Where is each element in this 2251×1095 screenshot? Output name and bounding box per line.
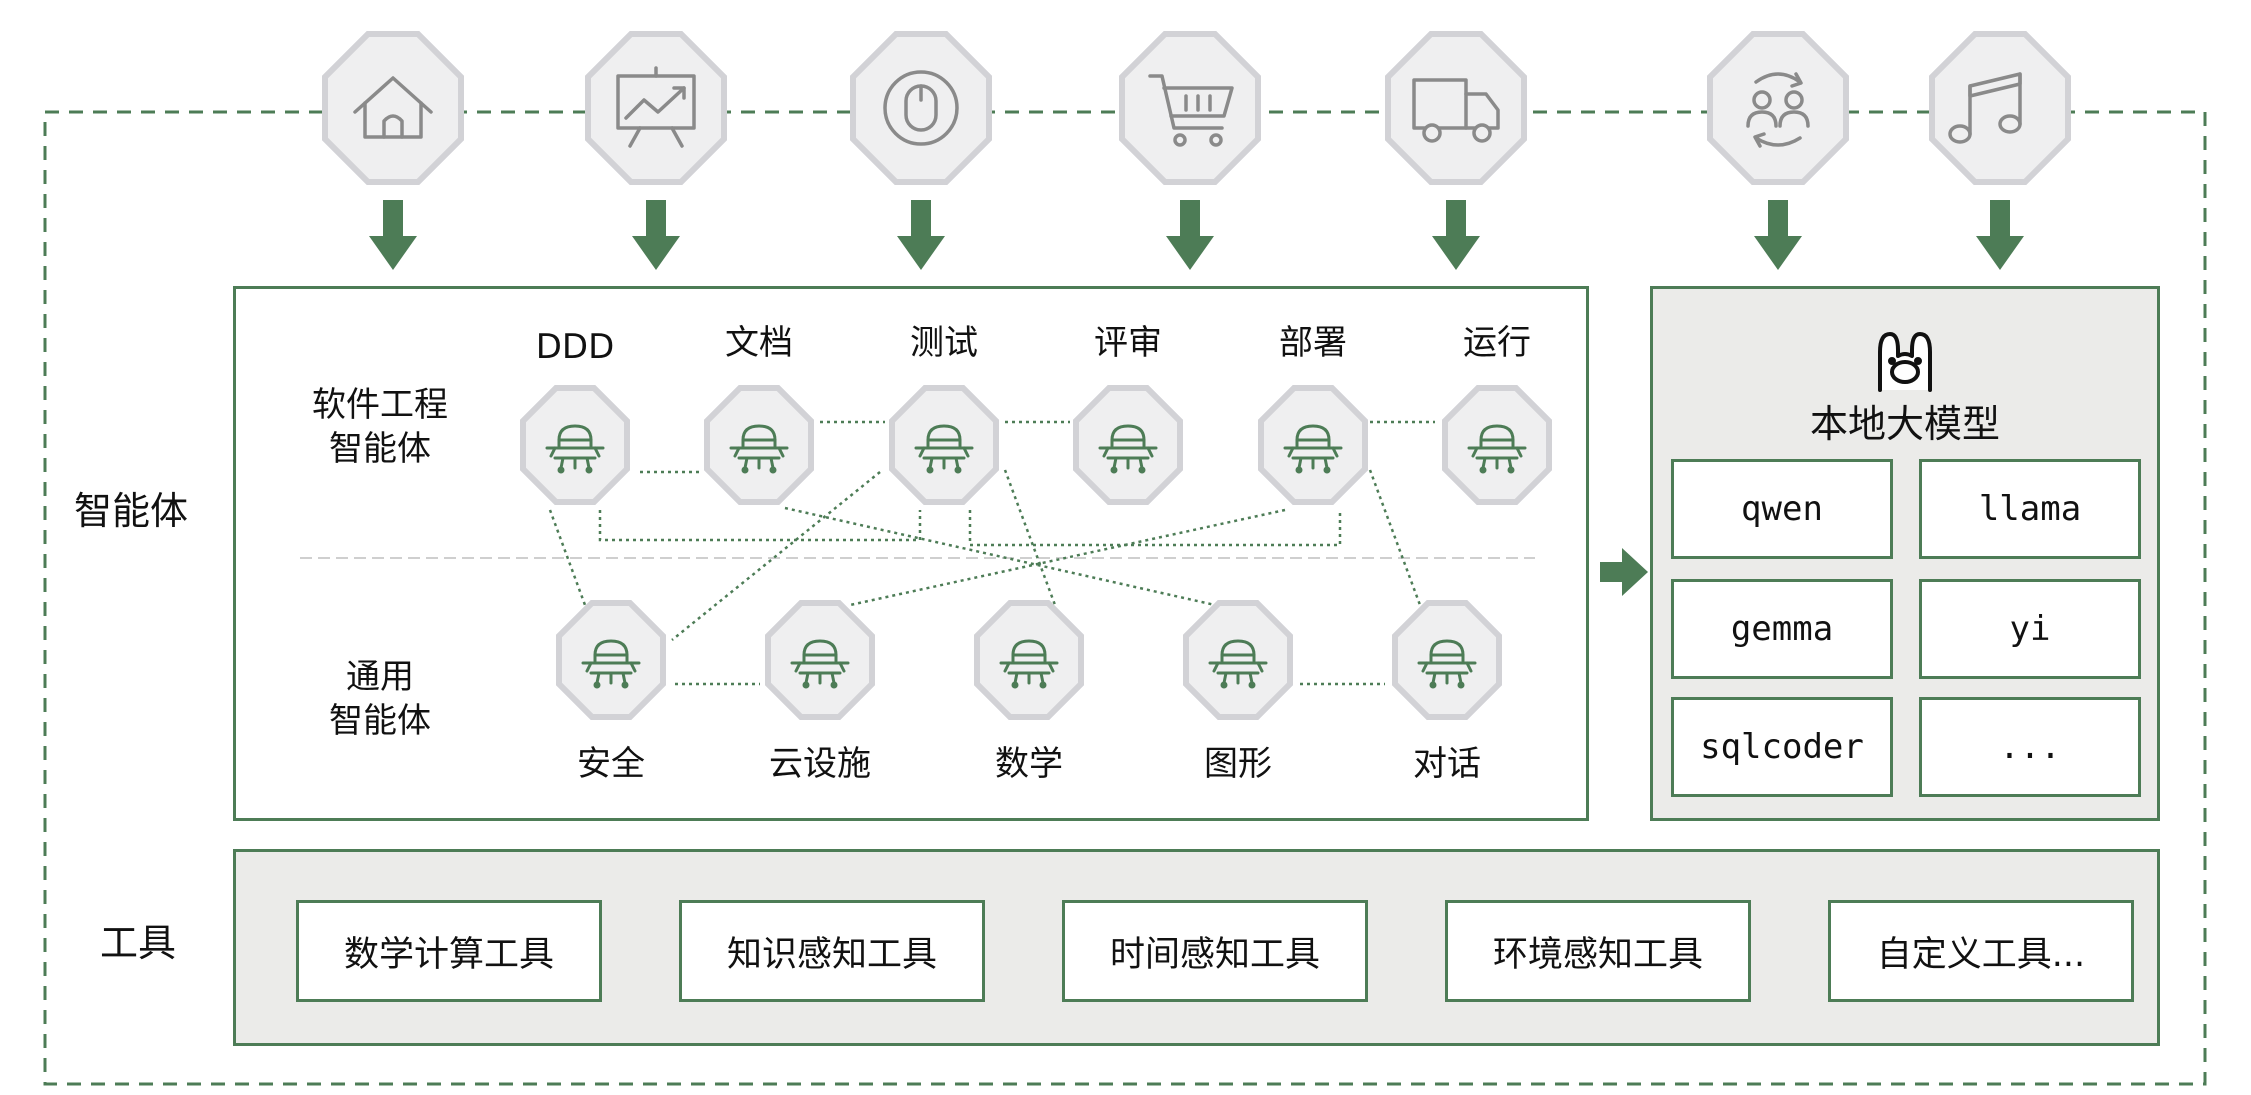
agent-label-docs: 文档 — [725, 323, 793, 363]
tools-section-label: 工具 — [100, 921, 177, 965]
tool-box-knowledge: 知识感知工具 — [679, 900, 985, 1002]
agent-label-review: 评审 — [1094, 323, 1162, 363]
agent-label-security: 安全 — [577, 744, 645, 784]
llm-panel-title: 本地大模型 — [1809, 402, 2000, 446]
agent-label-operate: 运行 — [1463, 323, 1531, 363]
agent-label-deploy: 部署 — [1279, 323, 1347, 363]
tool-box-time: 时间感知工具 — [1062, 900, 1368, 1002]
model-box-more: ... — [1919, 697, 2141, 797]
model-box-gemma: gemma — [1671, 579, 1893, 679]
agent-label-math: 数学 — [995, 744, 1063, 784]
tool-box-custom: 自定义工具... — [1828, 900, 2134, 1002]
agents-section-label: 智能体 — [74, 489, 189, 533]
agent-label-ddd: DDD — [535, 327, 615, 367]
agent-label-cloud: 云设施 — [769, 744, 871, 784]
agent-label-testing: 测试 — [910, 323, 978, 363]
general-agents-group-label: 通用 智能体 — [329, 657, 431, 741]
se-agents-group-label: 软件工程 智能体 — [312, 385, 448, 469]
model-box-llama: llama — [1919, 459, 2141, 559]
model-box-qwen: qwen — [1671, 459, 1893, 559]
model-box-sqlcoder: sqlcoder — [1671, 697, 1893, 797]
model-box-yi: yi — [1919, 579, 2141, 679]
tool-box-math: 数学计算工具 — [296, 900, 602, 1002]
agent-label-dialog: 对话 — [1413, 744, 1481, 784]
tool-box-environment: 环境感知工具 — [1445, 900, 1751, 1002]
agent-label-graphics: 图形 — [1204, 744, 1272, 784]
